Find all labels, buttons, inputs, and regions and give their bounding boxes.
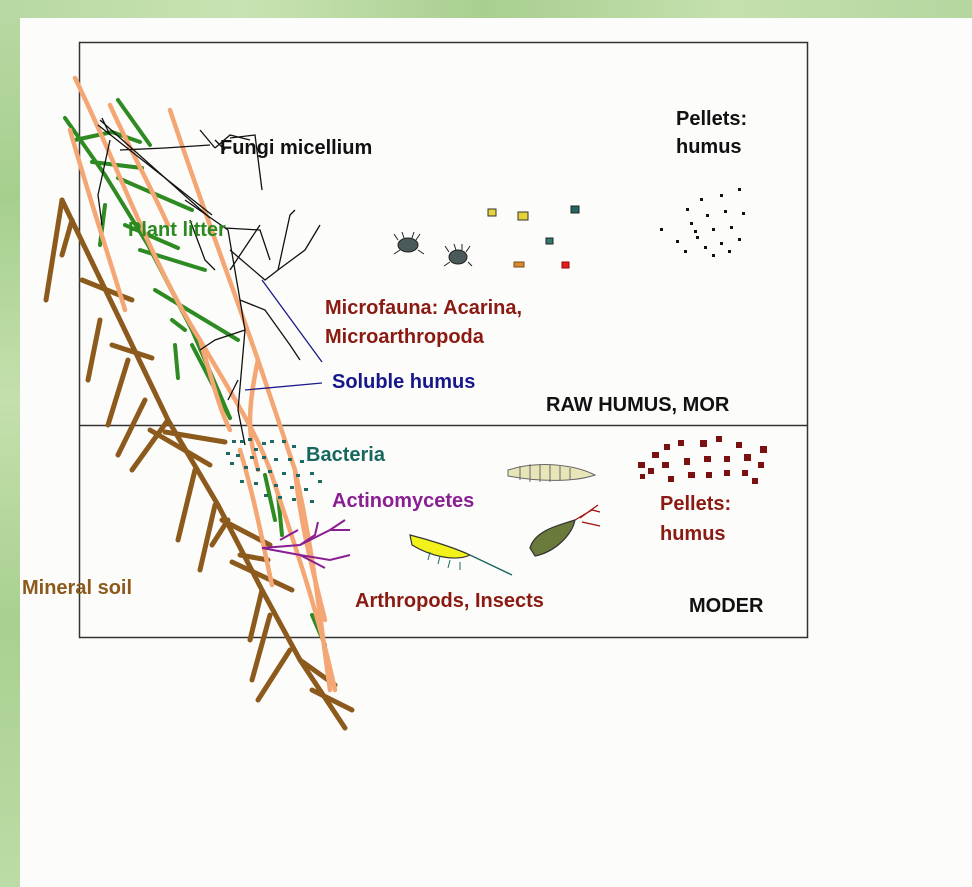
pellets-lower-label-line1: Pellets: [660, 492, 731, 516]
pellets-upper-label-line1: Pellets: [676, 107, 747, 131]
pellets-lower-label-line2: humus [660, 522, 726, 546]
fungi-micellium-label: Fungi micellium [220, 136, 372, 160]
plant-litter-label: Plant litter [128, 218, 226, 242]
layer-raw-humus-label: RAW HUMUS, MOR [546, 393, 729, 417]
soluble-humus-label: Soluble humus [332, 370, 475, 394]
layer-moder-label: MODER [689, 594, 763, 618]
actinomycetes-label: Actinomycetes [332, 489, 474, 513]
bacteria-label: Bacteria [306, 443, 385, 467]
mineral-soil-label: Mineral soil [22, 576, 132, 600]
microfauna-label-line1: Microfauna: Acarina, [325, 296, 522, 320]
pellets-upper-label-line2: humus [676, 135, 742, 159]
microfauna-label-line2: Microarthropoda [325, 325, 484, 349]
arthropods-label: Arthropods, Insects [355, 589, 544, 613]
